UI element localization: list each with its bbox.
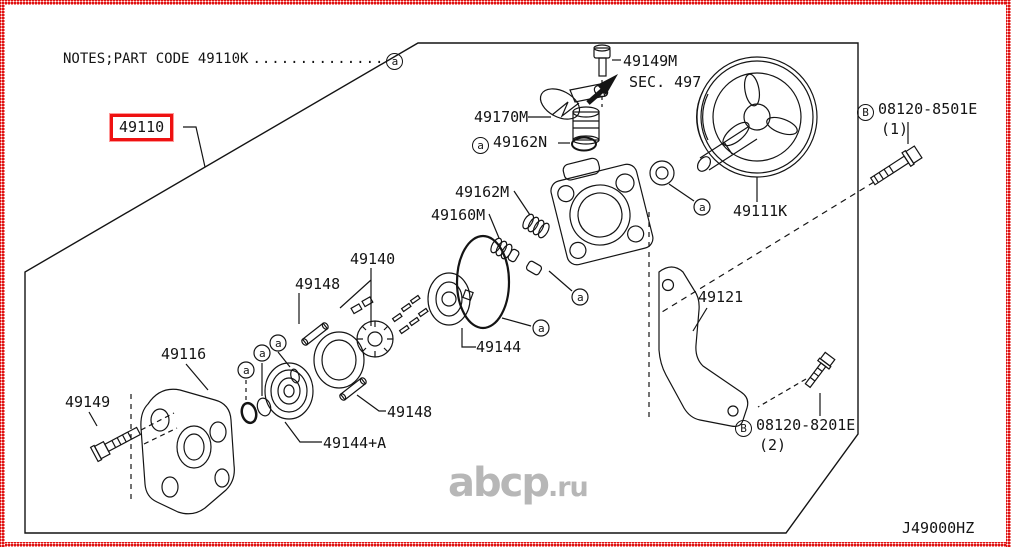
pump-body-drawing xyxy=(550,157,675,266)
valve-49170m-drawing xyxy=(539,83,609,145)
leader-lines xyxy=(88,59,909,443)
bolt-qty: (1) xyxy=(881,120,909,138)
rear-housing-drawing xyxy=(140,388,235,515)
pulley-drawing xyxy=(696,56,818,178)
selected-part-box[interactable]: 49110 xyxy=(110,114,174,141)
bolt-49149-drawing xyxy=(89,426,142,463)
notes-text: NOTES;PART CODE 49110K xyxy=(63,51,249,67)
circled-b-icon: B xyxy=(857,104,874,121)
rotor-drawing xyxy=(356,320,394,358)
side-plate-drawing xyxy=(427,272,474,326)
bolt-qty: (2) xyxy=(759,436,787,454)
part-label-49170m[interactable]: 49170M xyxy=(474,108,529,126)
notes-line: NOTES;PART CODE 49110K..............a xyxy=(63,51,407,70)
spring-plugs-drawing xyxy=(490,213,550,276)
part-label-49149[interactable]: 49149 xyxy=(65,393,111,411)
border-top xyxy=(0,0,1011,5)
circled-b-icon: B xyxy=(735,420,752,437)
svg-text:a: a xyxy=(243,364,250,377)
watermark-name: abcp xyxy=(448,460,550,506)
svg-text:a: a xyxy=(538,322,545,335)
part-label-49111k[interactable]: 49111K xyxy=(733,202,788,220)
bolt-lower-drawing xyxy=(804,351,836,389)
border-left xyxy=(0,0,5,547)
diagram-code: J49000HZ xyxy=(902,519,975,537)
watermark-tld: .ru xyxy=(547,472,589,503)
part-label-49149m[interactable]: 49149M xyxy=(623,52,678,70)
circled-a-icon: a xyxy=(386,53,404,70)
small-seals-drawing xyxy=(240,368,300,425)
diagram-frame xyxy=(24,42,859,534)
svg-text:a: a xyxy=(577,291,584,304)
bolt-49149m-drawing xyxy=(593,44,611,77)
bolt-code: 08120-8501E xyxy=(878,100,978,118)
part-label-49162m[interactable]: 49162M xyxy=(455,183,510,201)
border-bottom xyxy=(0,542,1011,547)
svg-text:a: a xyxy=(259,347,266,360)
section-ref-label[interactable]: SEC. 497 xyxy=(629,73,702,91)
svg-text:a: a xyxy=(275,337,282,350)
part-label-49116[interactable]: 49116 xyxy=(161,345,207,363)
border-right xyxy=(1006,0,1011,547)
bolt-code: 08120-8201E xyxy=(756,416,856,434)
large-oring-drawing xyxy=(455,234,511,330)
part-label-49148-upper[interactable]: 49148 xyxy=(295,275,341,293)
cam-ring-drawing xyxy=(313,296,374,389)
circled-a-icon: a xyxy=(472,137,489,154)
part-label-49160m[interactable]: 49160M xyxy=(431,206,486,224)
part-label-49144a[interactable]: 49144+A xyxy=(323,434,387,452)
bolt-upper-drawing xyxy=(869,145,923,186)
oring-49162n-drawing xyxy=(571,136,597,152)
part-label-49148-lower[interactable]: 49148 xyxy=(387,403,433,421)
part-label-49144[interactable]: 49144 xyxy=(476,338,522,356)
bracket-drawing xyxy=(658,266,749,427)
part-number: 49162N xyxy=(493,133,548,151)
front-disc-drawing xyxy=(264,362,314,420)
section-arrow-icon xyxy=(551,74,618,118)
svg-text:a: a xyxy=(699,201,706,214)
part-label-49121[interactable]: 49121 xyxy=(698,288,744,306)
vanes-drawing xyxy=(391,294,429,335)
circled-a-markers: a a a a a a xyxy=(237,198,711,379)
dowel-pins-drawing xyxy=(301,322,367,401)
part-label-49140[interactable]: 49140 xyxy=(350,250,396,268)
notes-dots: .............. xyxy=(252,51,385,67)
watermark: abcp.ru xyxy=(448,460,589,506)
